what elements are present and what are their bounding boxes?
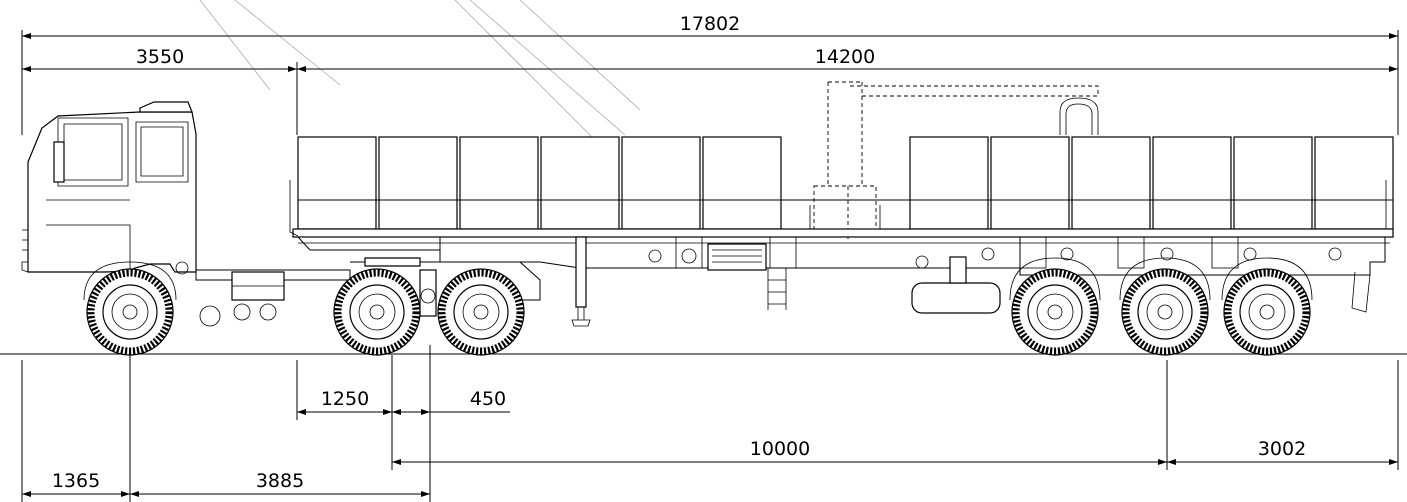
dimension-lines (21, 30, 1399, 502)
trailer-wheel-2 (1119, 257, 1211, 356)
cargo-blocks (297, 136, 1394, 230)
dim-trailer-wheelbase: 10000 (750, 438, 810, 460)
semi-trailer (289, 81, 1394, 356)
trailer-wheel-3 (1221, 257, 1313, 356)
tractor-unit (21, 101, 541, 356)
tractor-front-wheel (83, 261, 177, 356)
dim-rear-overhang: 3002 (1258, 438, 1306, 460)
dim-overall-length: 17802 (680, 13, 740, 35)
dim-fifth-wheel-offset: 450 (470, 388, 506, 410)
tractor-drive-wheel-1 (333, 268, 421, 356)
trailer-wheel-1 (1009, 257, 1101, 356)
tractor-drive-wheel-2 (437, 268, 525, 356)
dim-front-overhang: 1365 (52, 470, 100, 492)
frame-details (571, 236, 1371, 327)
dim-kingpin-offset: 1250 (321, 388, 369, 410)
dim-tractor-wheelbase: 3885 (256, 470, 304, 492)
dim-trailer-length: 14200 (815, 46, 875, 68)
dim-tractor-front: 3550 (136, 46, 184, 68)
reflection-lines (199, 0, 641, 161)
